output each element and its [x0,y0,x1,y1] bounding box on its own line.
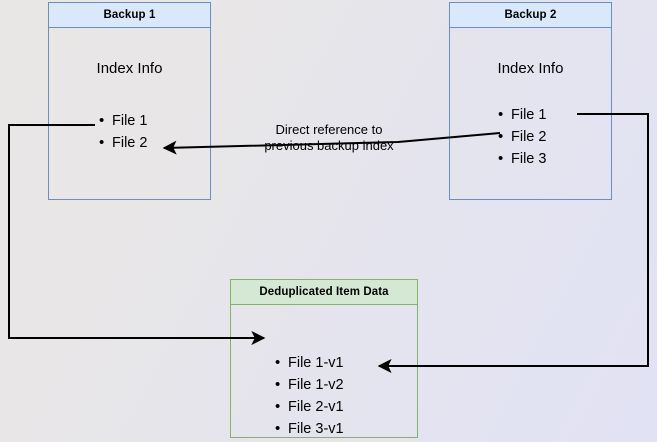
list-item: File 1 [99,110,147,132]
backup-1-section-title: Index Info [96,60,163,77]
caption-line-1: Direct reference to [275,122,383,137]
caption-line-2: previous backup index [264,138,394,153]
list-item: File 1-v2 [275,374,344,396]
deduplicated-item-data-box[interactable]: Deduplicated Item Data File 1-v1 File 1-… [230,279,418,438]
list-item: File 1-v1 [275,352,344,374]
backup-2-box[interactable]: Backup 2 Index Info File 1 File 2 File 3 [449,2,612,200]
list-item: File 2 [99,132,147,154]
list-item: File 3 [498,148,546,170]
dedup-header: Deduplicated Item Data [231,280,417,305]
direct-reference-caption: Direct reference to previous backup inde… [243,122,415,154]
dedup-file-list: File 1-v1 File 1-v2 File 2-v1 File 3-v1 [275,352,344,440]
list-item: File 2 [498,126,546,148]
backup-1-file-list: File 1 File 2 [99,110,147,154]
backup-1-body: Index Info File 1 File 2 [49,28,210,199]
dedup-body: File 1-v1 File 1-v2 File 2-v1 File 3-v1 [231,305,417,437]
list-item: File 3-v1 [275,418,344,440]
list-item: File 1 [498,104,546,126]
backup-2-header: Backup 2 [450,3,611,28]
list-item: File 2-v1 [275,396,344,418]
backup-1-box[interactable]: Backup 1 Index Info File 1 File 2 [48,2,211,200]
backup-2-body: Index Info File 1 File 2 File 3 [450,28,611,199]
backup-1-header: Backup 1 [49,3,210,28]
backup-2-section-title: Index Info [497,60,564,77]
backup-2-file-list: File 1 File 2 File 3 [498,104,546,170]
